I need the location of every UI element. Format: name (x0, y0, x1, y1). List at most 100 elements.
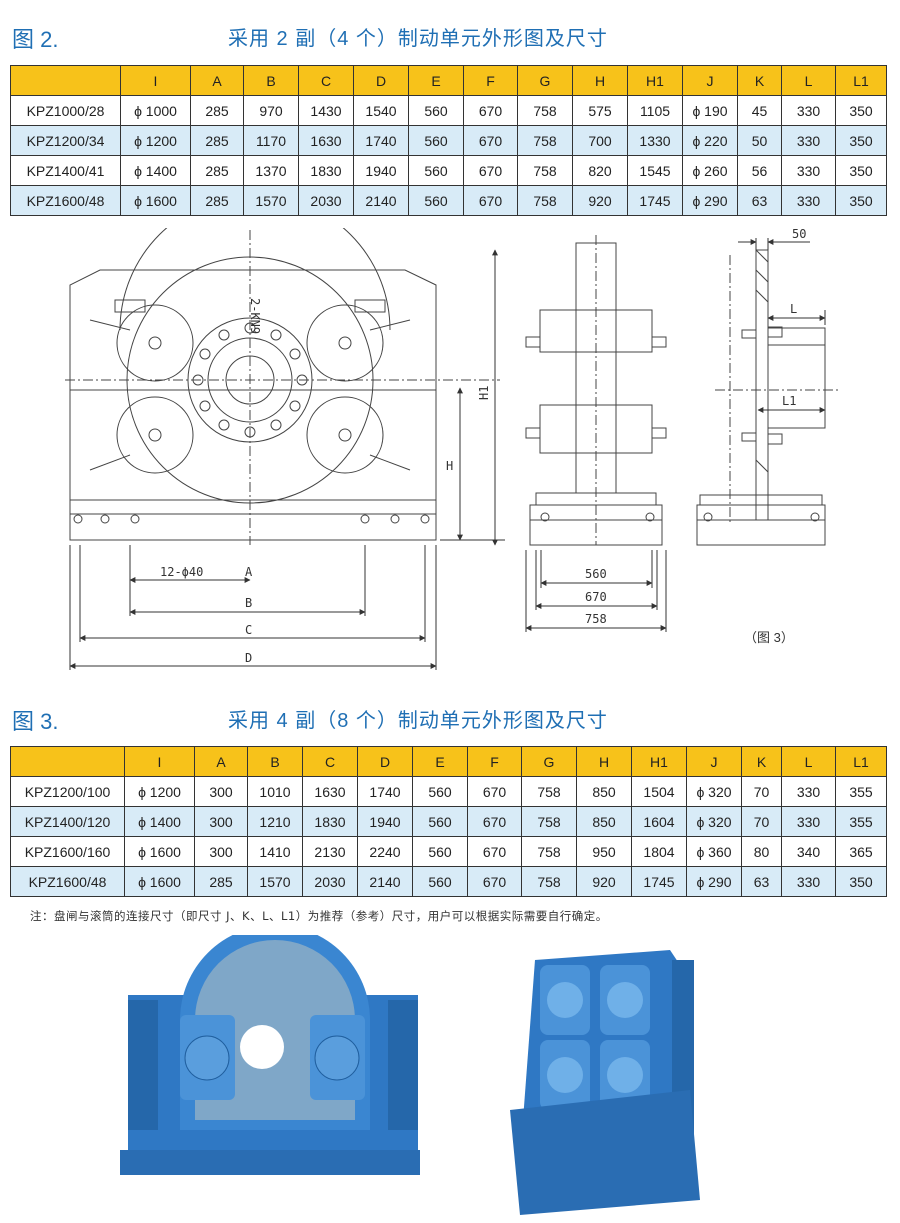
value-cell: 758 (521, 776, 577, 807)
brake-unit-top-right (306, 299, 411, 382)
value-cell: 300 (194, 836, 248, 867)
value-cell: 560 (412, 836, 468, 867)
model-cell: KPZ1600/48 (10, 185, 121, 216)
figure2-header-cell: E (408, 65, 464, 96)
model-cell: KPZ1200/34 (10, 125, 121, 156)
value-cell: 1740 (353, 125, 409, 156)
figure2-header-cell: B (243, 65, 299, 96)
value-cell: 1940 (353, 155, 409, 186)
value-cell: 330 (781, 806, 836, 837)
figure3-header-cell: H1 (631, 746, 687, 777)
dim-c-label: C (245, 623, 252, 637)
figure2-heading: 图 2. 采用 2 副（4 个）制动单元外形图及尺寸 (0, 18, 900, 52)
value-cell: 2030 (298, 185, 354, 216)
value-cell: 560 (408, 185, 464, 216)
value-cell: ϕ 320 (686, 776, 742, 807)
footnote: 注：盘闸与滚筒的连接尺寸（即尺寸 J、K、L、L1）为推荐（参考）尺寸，用户可以… (30, 909, 608, 923)
value-cell: 1540 (353, 95, 409, 126)
dim-b-label: B (245, 596, 252, 610)
figure3-header-cell: K (741, 746, 782, 777)
figure2-header-cell: C (298, 65, 354, 96)
value-cell: 758 (517, 125, 573, 156)
figure3-header-cell: I (124, 746, 195, 777)
figure2-header-cell: K (737, 65, 782, 96)
value-cell: 1830 (298, 155, 354, 186)
value-cell: 330 (781, 185, 836, 216)
value-cell: 80 (741, 836, 782, 867)
value-cell: 330 (781, 776, 836, 807)
value-cell: 330 (781, 155, 836, 186)
figure2-title: 采用 2 副（4 个）制动单元外形图及尺寸 (228, 28, 608, 50)
figure2-header-cell: J (682, 65, 738, 96)
value-cell: ϕ 1400 (120, 155, 191, 186)
value-cell: 330 (781, 125, 836, 156)
value-cell: 63 (737, 185, 782, 216)
value-cell: ϕ 290 (682, 185, 738, 216)
value-cell: ϕ 1600 (124, 836, 195, 867)
value-cell: ϕ 1600 (120, 185, 191, 216)
dim-l-label: L (790, 302, 797, 316)
figure3-header-cell (10, 746, 125, 777)
value-cell: 670 (467, 866, 522, 897)
value-cell: 1745 (631, 866, 687, 897)
model-cell: KPZ1400/41 (10, 155, 121, 186)
figure3-header-cell: H (576, 746, 632, 777)
value-cell: 850 (576, 776, 632, 807)
figure3-header-cell: D (357, 746, 413, 777)
dim-h-label: H (446, 459, 453, 473)
dim-560-label: 560 (585, 567, 607, 581)
value-cell: ϕ 190 (682, 95, 738, 126)
value-cell: 45 (737, 95, 782, 126)
value-cell: 950 (576, 836, 632, 867)
value-cell: 758 (521, 806, 577, 837)
value-cell: 1370 (243, 155, 299, 186)
value-cell: 330 (781, 866, 836, 897)
value-cell: 1804 (631, 836, 687, 867)
value-cell: 340 (781, 836, 836, 867)
front-view (65, 228, 500, 545)
value-cell: 920 (572, 185, 628, 216)
value-cell: 670 (463, 125, 518, 156)
figure3-heading: 图 3. 采用 4 副（8 个）制动单元外形图及尺寸 (0, 700, 900, 734)
value-cell: 2030 (302, 866, 358, 897)
figure2-header-cell (10, 65, 121, 96)
value-cell: 1010 (247, 776, 303, 807)
value-cell: 1630 (302, 776, 358, 807)
value-cell: 350 (835, 95, 887, 126)
value-cell: ϕ 1200 (120, 125, 191, 156)
value-cell: 758 (521, 836, 577, 867)
value-cell: 50 (737, 125, 782, 156)
value-cell: 1570 (247, 866, 303, 897)
value-cell: 2130 (302, 836, 358, 867)
label-2kn9: 2-KN9 (248, 298, 262, 334)
technical-drawing: 2-KN9 12-ϕ40 A B C D H H1 560 670 758 (65, 228, 840, 670)
value-cell: 670 (463, 155, 518, 186)
value-cell: 920 (576, 866, 632, 897)
value-cell: 820 (572, 155, 628, 186)
product-photos (120, 935, 700, 1215)
value-cell: 700 (572, 125, 628, 156)
value-cell: 350 (835, 125, 887, 156)
value-cell: 560 (412, 776, 468, 807)
value-cell: 285 (194, 866, 248, 897)
value-cell: ϕ 360 (686, 836, 742, 867)
value-cell: 1210 (247, 806, 303, 837)
value-cell: ϕ 290 (686, 866, 742, 897)
dim-50-label: 50 (792, 228, 806, 241)
value-cell: 1940 (357, 806, 413, 837)
side-view (525, 235, 667, 546)
value-cell: 285 (190, 125, 244, 156)
value-cell: 300 (194, 806, 248, 837)
value-cell: 350 (835, 155, 887, 186)
value-cell: 560 (408, 125, 464, 156)
value-cell: 2140 (353, 185, 409, 216)
figure2-header-cell: G (517, 65, 573, 96)
figure3-header-cell: L (781, 746, 836, 777)
value-cell: 1504 (631, 776, 687, 807)
bolt-circle (192, 322, 308, 438)
